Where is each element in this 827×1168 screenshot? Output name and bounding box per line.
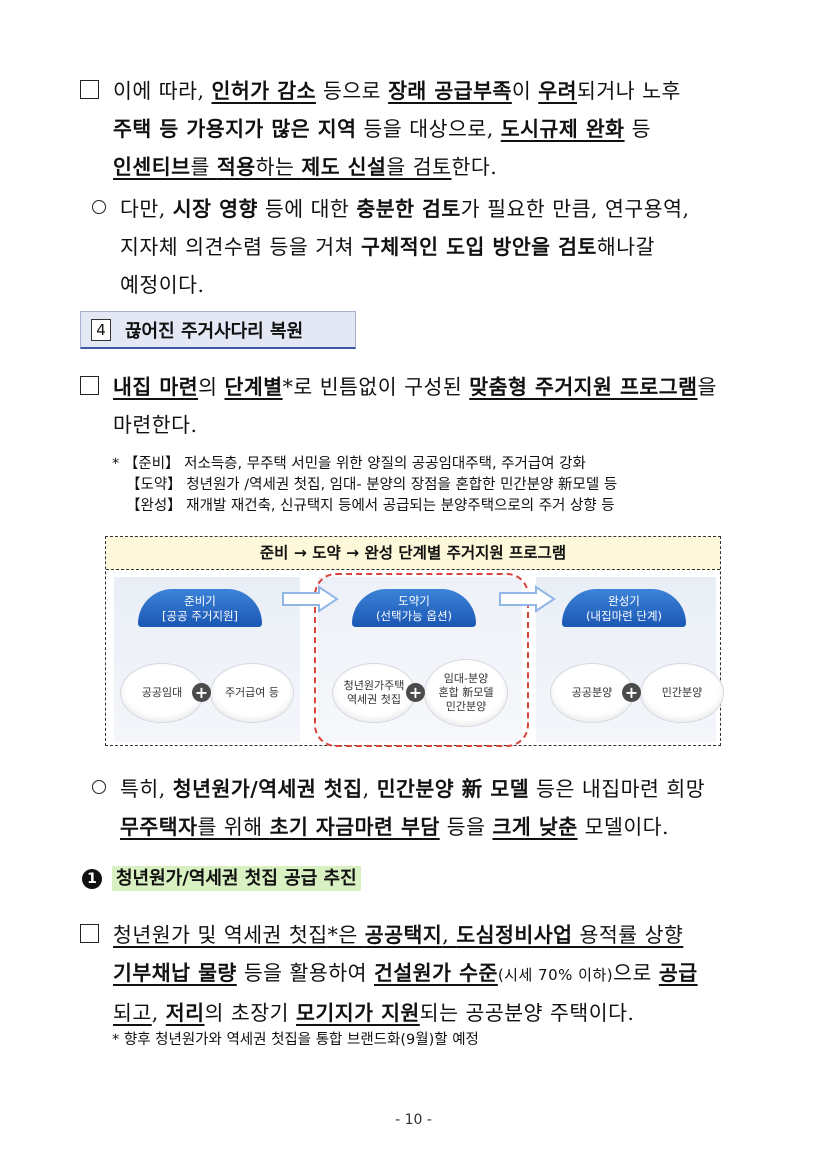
para5-line3: 되고, 저리의 초장기 모기지가 지원되는 공공분양 주택이다. — [113, 1001, 635, 1025]
plus-icon: + — [192, 683, 211, 702]
stage-dome-complete: 완성기 (내집마련 단계) — [562, 589, 686, 627]
highlight-frame — [314, 573, 529, 747]
section-title: 끊어진 주거사다리 복원 — [125, 320, 304, 342]
paragraph-regulation: 이에 따라, 인허가 감소 등으로 장래 공급부족이 우려되거나 노후 주택 등… — [80, 72, 760, 186]
footnote-stages: * 【준비】 저소득층, 무주택 서민을 위한 양질의 공공임대주택, 주거급여… — [112, 454, 772, 517]
para2-line2: 지자체 의견수렴 등을 거쳐 구체적인 도입 방안을 검토해나갈 — [120, 235, 655, 259]
program-private-sale: 민간분양 — [640, 663, 724, 723]
circle-bullet-icon — [92, 780, 106, 794]
stage-sub: [공공 주거지원] — [161, 609, 239, 623]
para5-line1: 청년원가 및 역세권 첫집*은 공공택지, 도심정비사업 용적률 상향 — [80, 916, 760, 954]
para4-line2: 무주택자를 위해 초기 자금마련 부담 등을 크게 낮춘 모델이다. — [120, 815, 670, 839]
para1-line1: 이에 따라, 인허가 감소 등으로 장래 공급부족이 우려되거나 노후 — [80, 72, 760, 110]
paragraph-first-home: 청년원가 및 역세권 첫집*은 공공택지, 도심정비사업 용적률 상향 기부채납… — [80, 916, 760, 1032]
para3-line2: 마련한다. — [113, 413, 198, 437]
plus-icon: + — [406, 683, 425, 702]
note-line: * 【준비】 저소득층, 무주택 서민을 위한 양질의 공공임대주택, 주거급여… — [112, 456, 586, 472]
program-housing-benefit: 주거급여 등 — [210, 663, 294, 723]
plus-icon: + — [622, 683, 641, 702]
paragraph-models: 특히, 청년원가/역세권 첫집, 민간분양 新 모델 등은 내집마련 희망 무주… — [92, 770, 762, 846]
para1-line2: 주택 등 가용지가 많은 지역 등을 대상으로, 도시규제 완화 등 — [113, 117, 651, 141]
para3-line1: 내집 마련의 단계별*로 빈틈없이 구성된 맞춤형 주거지원 프로그램을 — [80, 368, 760, 406]
stage-dome-prepare: 준비기 [공공 주거지원] — [138, 589, 262, 627]
stage-name: 준비기 — [184, 594, 216, 608]
square-bullet-icon — [80, 376, 99, 395]
program-mixed-model: 임대-분양 혼합 新모델 민간분양 — [424, 659, 508, 727]
para2-line3: 예정이다. — [120, 273, 205, 297]
subsection-heading: 1 청년원가/역세권 첫집 공급 추진 — [82, 866, 361, 892]
arrow-right-icon — [499, 585, 556, 613]
stage-diagram: 준비 → 도약 → 완성 단계별 주거지원 프로그램 준비기 [공공 주거지원]… — [105, 536, 724, 747]
arrow-right-icon — [282, 585, 339, 613]
note-line: 【도약】 청년원가 /역세권 첫집, 임대- 분양의 장점을 혼합한 민간분양 … — [126, 477, 618, 493]
paragraph-review: 다만, 시장 영향 등에 대한 충분한 검토가 필요한 만큼, 연구용역, 지자… — [92, 190, 762, 304]
paragraph-program: 내집 마련의 단계별*로 빈틈없이 구성된 맞춤형 주거지원 프로그램을 마련한… — [80, 368, 760, 444]
para5-line2: 기부채납 물량 등을 활용하여 건설원가 수준(시세 70% 이하)으로 공급 — [113, 961, 698, 985]
stage-name: 완성기 — [608, 594, 640, 608]
para1-line3: 인센티브를 적용하는 제도 신설을 검토한다. — [113, 155, 498, 179]
stage-name: 도약기 — [398, 594, 430, 608]
subsection-title: 청년원가/역세권 첫집 공급 추진 — [112, 866, 361, 891]
stage-sub: (내집마련 단계) — [585, 609, 663, 623]
square-bullet-icon — [80, 80, 99, 99]
square-bullet-icon — [80, 924, 99, 943]
footnote-brand: * 향후 청년원가와 역세권 첫집을 통합 브랜드화(9월)할 예정 — [112, 1032, 479, 1048]
stage-dome-leap: 도약기 (선택가능 옵션) — [352, 589, 476, 627]
circle-bullet-icon — [92, 200, 106, 214]
subsection-number: 1 — [82, 869, 102, 889]
section-heading: 4 끊어진 주거사다리 복원 — [80, 311, 356, 349]
program-public-sale: 공공분양 — [550, 663, 634, 723]
page-number: - 10 - — [395, 1112, 432, 1128]
program-youth-first-home: 청년원가주택 역세권 첫집 — [332, 663, 416, 723]
para2-line1: 다만, 시장 영향 등에 대한 충분한 검토가 필요한 만큼, 연구용역, — [92, 190, 762, 228]
para4-line1: 특히, 청년원가/역세권 첫집, 민간분양 新 모델 등은 내집마련 희망 — [92, 770, 762, 808]
section-number: 4 — [91, 318, 111, 341]
diagram-title: 준비 → 도약 → 완성 단계별 주거지원 프로그램 — [106, 537, 720, 570]
note-line: 【완성】 재개발 재건축, 신규택지 등에서 공급되는 분양주택으로의 주거 상… — [126, 498, 615, 514]
stage-sub: (선택가능 옵션) — [375, 609, 453, 623]
